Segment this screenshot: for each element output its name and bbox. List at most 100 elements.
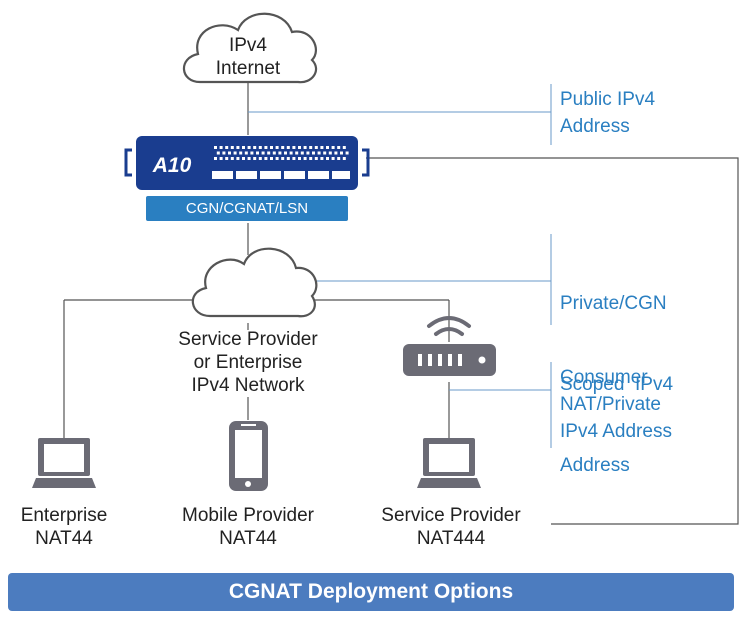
port-dot <box>295 151 299 155</box>
port-dot <box>270 157 273 160</box>
network-label-line3: IPv4 Network <box>191 375 305 396</box>
network-cloud-icon <box>191 247 318 318</box>
port-dot <box>326 146 329 149</box>
public-ipv4-annotation: Public IPv4 Address <box>560 86 655 140</box>
laptop-icon <box>417 438 481 488</box>
laptop-icon <box>32 438 96 488</box>
port-dot <box>242 146 245 149</box>
port-dot <box>331 146 335 149</box>
port-dot <box>222 151 226 155</box>
port-dot <box>298 146 301 149</box>
port-dot <box>225 157 229 160</box>
annotation-line: Public IPv4 <box>560 89 656 110</box>
private-cgn-annotation: Private/CGN Scoped IPv4 Address <box>560 236 673 506</box>
port-dot <box>284 151 287 155</box>
port-dot <box>334 151 338 155</box>
port-dot <box>340 151 343 155</box>
annotation-line: Address <box>560 116 630 137</box>
port-dot <box>239 151 243 155</box>
port-dot <box>256 151 259 155</box>
a10-logo: A10 <box>152 154 192 177</box>
mobile-endpoint-label: Mobile Provider NAT44 <box>163 504 333 550</box>
annotation-line: Consumer <box>560 367 648 388</box>
port-dot <box>298 157 301 160</box>
port-dot <box>214 157 217 160</box>
port-dot <box>312 151 315 155</box>
network-label: Service Provider or Enterprise IPv4 Netw… <box>148 328 348 397</box>
port-dot <box>281 157 285 160</box>
port-dot <box>286 157 290 160</box>
port-dot <box>270 146 273 149</box>
port-dot <box>331 157 335 160</box>
annotation-line: Scoped IPv4 <box>560 374 674 395</box>
port-dot <box>267 151 271 155</box>
internet-label-line2: Internet <box>215 58 281 79</box>
port-dot <box>303 157 307 160</box>
port-dot <box>247 157 251 160</box>
internet-label-line1: IPv4 <box>228 35 268 56</box>
port-dot <box>272 151 276 155</box>
port-dot <box>228 151 231 155</box>
enterprise-endpoint-label: Enterprise NAT44 <box>4 504 124 550</box>
connector-lines <box>63 82 450 438</box>
annotation-lines <box>248 84 552 448</box>
port-dot <box>216 151 220 155</box>
port-dot <box>323 151 327 155</box>
port-dot <box>337 157 341 160</box>
port-dot <box>292 146 296 149</box>
port-dot <box>317 151 321 155</box>
endpoint-type: NAT44 <box>219 528 277 549</box>
endpoint-name: Service Provider <box>381 505 521 526</box>
network-label-line2: or Enterprise <box>193 352 303 373</box>
port-dot <box>253 157 257 160</box>
service-endpoint-label: Service Provider NAT444 <box>362 504 540 550</box>
router-icon <box>403 316 496 376</box>
port-dot <box>326 157 329 160</box>
annotation-line: Address <box>560 455 630 476</box>
endpoint-name: Enterprise <box>20 505 108 526</box>
a10-device-icon: A10 <box>124 136 370 190</box>
deployment-options-banner: CGNAT Deployment Options <box>8 573 734 611</box>
port-dot <box>275 146 279 149</box>
port-dot <box>342 157 346 160</box>
port-dot <box>342 146 346 149</box>
port-dot <box>281 146 285 149</box>
port-dot <box>236 157 240 160</box>
port-dot <box>247 146 251 149</box>
port-dot <box>258 157 262 160</box>
annotation-line: IPv4 Address <box>560 421 672 442</box>
consumer-nat-annotation: Consumer NAT/Private IPv4 Address <box>560 364 672 445</box>
port-dot <box>275 157 279 160</box>
port-dot <box>309 157 313 160</box>
internet-cloud-label: IPv4 Internet <box>198 34 298 80</box>
port-dot <box>306 151 310 155</box>
annotation-line: Private/CGN <box>560 293 667 314</box>
port-dot <box>345 151 349 155</box>
port-dot <box>264 157 268 160</box>
port-dot <box>253 146 257 149</box>
port-dot <box>300 151 304 155</box>
port-dot <box>292 157 296 160</box>
port-dot <box>328 151 332 155</box>
device-label: CGN/CGNAT/LSN <box>146 196 348 221</box>
endpoint-type: NAT44 <box>35 528 93 549</box>
port-dot <box>337 146 341 149</box>
port-dot <box>286 146 290 149</box>
network-label-line1: Service Provider <box>178 329 318 350</box>
port-dot <box>244 151 248 155</box>
mobile-phone-icon <box>229 421 268 491</box>
internet-cloud-icon <box>182 12 318 84</box>
port-dot <box>309 146 313 149</box>
port-dot <box>314 157 318 160</box>
port-dot <box>258 146 262 149</box>
return-bracket-line <box>366 157 739 525</box>
annotation-line: NAT/Private <box>560 394 662 415</box>
port-dot <box>214 146 217 149</box>
endpoint-type: NAT444 <box>416 528 486 549</box>
port-dot <box>264 146 268 149</box>
port-dot <box>242 157 245 160</box>
port-dot <box>320 157 324 160</box>
port-dot <box>219 157 223 160</box>
port-dot <box>219 146 223 149</box>
